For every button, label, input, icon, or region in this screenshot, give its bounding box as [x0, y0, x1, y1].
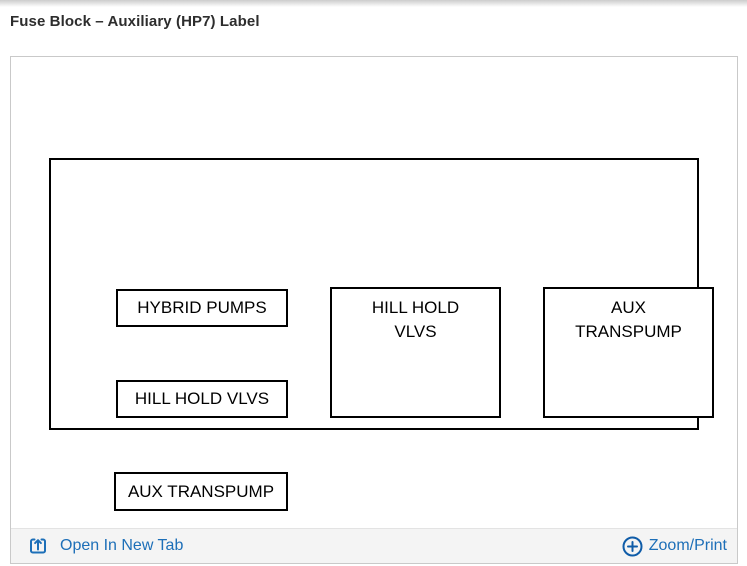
open-in-new-tab-label: Open In New Tab	[60, 537, 184, 554]
zoom-print-label: Zoom/Print	[648, 537, 727, 554]
relay-box-aux-transpump: AUX TRANSPUMP	[543, 287, 714, 418]
viewer-footer: Open In New Tab Zoom/Print	[11, 528, 737, 563]
fuse-box-aux-transpump: AUX TRANSPUMP	[114, 472, 288, 511]
box-arrow-up-icon	[28, 536, 48, 556]
fuse-box-hybrid-pumps: HYBRID PUMPS	[116, 289, 288, 327]
label-viewer-panel: HYBRID PUMPS HILL HOLD VLVS AUX TRANSPUM…	[10, 56, 738, 564]
open-in-new-tab-link[interactable]: Open In New Tab	[28, 536, 183, 556]
page-title: Fuse Block – Auxiliary (HP7) Label	[10, 13, 260, 30]
circle-plus-icon	[622, 536, 643, 557]
fuse-block-outline: HYBRID PUMPS HILL HOLD VLVS AUX TRANSPUM…	[49, 158, 714, 511]
zoom-print-link[interactable]: Zoom/Print	[622, 536, 727, 557]
top-shadow-strip	[0, 0, 747, 7]
fuse-box-hill-hold-vlvs: HILL HOLD VLVS	[116, 380, 288, 418]
relay-box-hill-hold-vlvs: HILL HOLD VLVS	[330, 287, 501, 418]
